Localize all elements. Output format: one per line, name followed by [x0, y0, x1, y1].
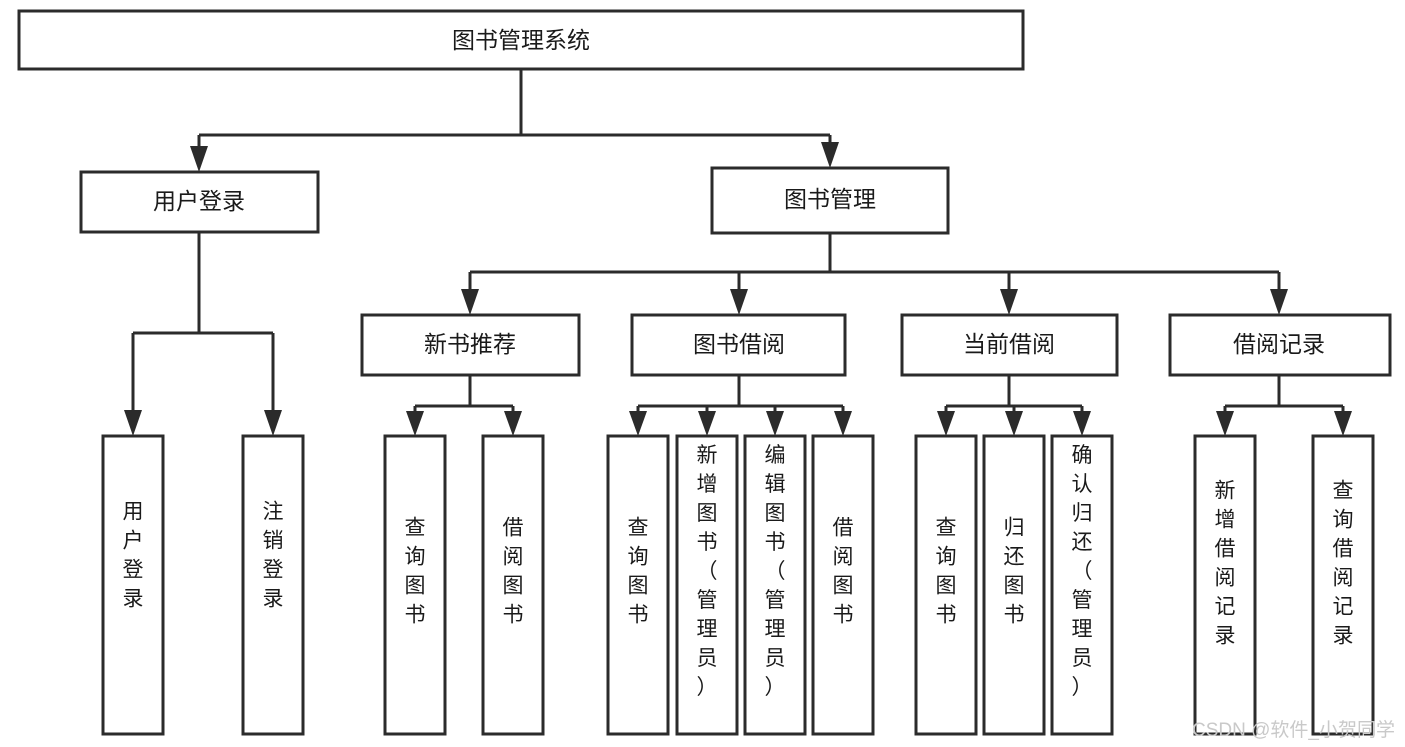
node-user-login-box[interactable]	[79, 170, 320, 234]
node-leaf-cb-confirm-return-box[interactable]	[1050, 434, 1114, 736]
node-leaf-br-add-record-box[interactable]	[1193, 434, 1257, 736]
node-book-manage[interactable]: 图书管理	[710, 166, 950, 235]
node-leaf-rec-borrow-book-box[interactable]	[481, 434, 545, 736]
node-leaf-cb-return-book-box[interactable]	[982, 434, 1046, 736]
node-new-book-rec[interactable]: 新书推荐	[360, 313, 581, 377]
node-leaf-bb-query-book[interactable]: 查询图书	[606, 434, 670, 736]
node-book-manage-box[interactable]	[710, 166, 950, 235]
arrowhead-book-manage	[821, 142, 839, 168]
node-leaf-bb-edit-book-box[interactable]	[743, 434, 807, 736]
node-leaf-rec-borrow-book-label: 借阅图书	[503, 517, 524, 627]
arrowhead-book-borrow	[730, 289, 748, 315]
node-leaf-user-logout[interactable]: 注销登录	[241, 434, 305, 736]
node-borrow-record-box[interactable]	[1168, 313, 1392, 377]
node-leaf-bb-add-book-label: 新增图书（管理员）	[697, 444, 718, 699]
connector-layer	[124, 69, 1352, 436]
node-leaf-br-query-record-box[interactable]	[1311, 434, 1375, 736]
node-leaf-bb-borrow-book-label: 借阅图书	[833, 517, 854, 627]
watermark-text: CSDN @软件_小贺同学	[1192, 719, 1395, 741]
node-book-manage-label: 图书管理	[784, 186, 876, 212]
arrowhead-borrow-record	[1270, 289, 1288, 315]
node-leaf-bb-borrow-book-box[interactable]	[811, 434, 875, 736]
node-root-label: 图书管理系统	[452, 27, 590, 53]
node-leaf-bb-add-book[interactable]: 新增图书（管理员）	[675, 434, 739, 736]
arrowhead-current-borrow	[1000, 289, 1018, 315]
node-leaf-br-query-record-label: 查询借阅记录	[1333, 480, 1354, 648]
arrowhead-leaf-user-logout	[264, 410, 282, 436]
node-leaf-br-add-record[interactable]: 新增借阅记录	[1193, 434, 1257, 736]
node-new-book-rec-box[interactable]	[360, 313, 581, 377]
arrowhead-bb-query-book	[629, 411, 647, 436]
arrowhead-cb-query-book	[937, 411, 955, 436]
arrowhead-br-query-record	[1334, 411, 1352, 436]
node-leaf-bb-edit-book-label: 编辑图书（管理员）	[765, 444, 786, 699]
node-leaf-cb-query-book[interactable]: 查询图书	[914, 434, 978, 736]
node-current-borrow-label: 当前借阅	[963, 331, 1055, 357]
node-leaf-cb-return-book-label: 归还图书	[1004, 517, 1025, 627]
arrowhead-leaf-user-login	[124, 410, 142, 436]
node-leaf-cb-query-book-label: 查询图书	[936, 517, 957, 627]
node-root[interactable]: 图书管理系统	[17, 9, 1025, 71]
node-leaf-rec-query-book-label: 查询图书	[405, 517, 426, 627]
node-leaf-br-add-record-label: 新增借阅记录	[1215, 480, 1236, 648]
arrowhead-new-book-rec	[461, 289, 479, 315]
node-leaf-user-logout-box[interactable]	[241, 434, 305, 736]
arrowhead-cb-return-book	[1005, 411, 1023, 436]
node-book-borrow-box[interactable]	[630, 313, 847, 377]
node-book-borrow[interactable]: 图书借阅	[630, 313, 847, 377]
arrowhead-rec-query-book	[406, 411, 424, 436]
node-leaf-user-logout-label: 注销登录	[263, 501, 284, 611]
node-current-borrow-box[interactable]	[900, 313, 1119, 377]
node-leaf-user-login[interactable]: 用户登录	[101, 434, 165, 736]
node-borrow-record[interactable]: 借阅记录	[1168, 313, 1392, 377]
arrowhead-rec-borrow-book	[504, 411, 522, 436]
node-leaf-br-query-record[interactable]: 查询借阅记录	[1311, 434, 1375, 736]
node-leaf-cb-confirm-return[interactable]: 确认归还（管理员）	[1050, 434, 1114, 736]
node-leaf-user-login-label: 用户登录	[123, 501, 144, 611]
node-leaf-rec-query-book[interactable]: 查询图书	[383, 434, 447, 736]
node-leaf-bb-query-book-box[interactable]	[606, 434, 670, 736]
arrowhead-bb-add-book	[698, 411, 716, 436]
leaf-nodes: 用户登录 注销登录 查询图书 借阅图书 查询图书 新增图书（管理员） 编辑图书（…	[101, 434, 1375, 736]
node-leaf-bb-add-book-box[interactable]	[675, 434, 739, 736]
node-leaf-bb-borrow-book[interactable]: 借阅图书	[811, 434, 875, 736]
node-leaf-bb-query-book-label: 查询图书	[628, 517, 649, 627]
node-leaf-cb-return-book[interactable]: 归还图书	[982, 434, 1046, 736]
node-leaf-rec-borrow-book[interactable]: 借阅图书	[481, 434, 545, 736]
node-new-book-rec-label: 新书推荐	[424, 331, 516, 357]
arrowhead-bb-borrow-book	[834, 411, 852, 436]
arrowhead-bb-edit-book	[766, 411, 784, 436]
node-user-login-label: 用户登录	[153, 188, 245, 214]
node-leaf-cb-confirm-return-label: 确认归还（管理员）	[1072, 444, 1093, 699]
node-leaf-bb-edit-book[interactable]: 编辑图书（管理员）	[743, 434, 807, 736]
arrowhead-user-login	[190, 146, 208, 172]
node-current-borrow[interactable]: 当前借阅	[900, 313, 1119, 377]
node-borrow-record-label: 借阅记录	[1233, 331, 1325, 357]
node-leaf-rec-query-book-box[interactable]	[383, 434, 447, 736]
node-book-borrow-label: 图书借阅	[693, 331, 785, 357]
node-user-login[interactable]: 用户登录	[79, 170, 320, 234]
node-root-box[interactable]	[17, 9, 1025, 71]
arrowhead-br-add-record	[1216, 411, 1234, 436]
arrowhead-cb-confirm-return	[1073, 411, 1091, 436]
node-leaf-cb-query-book-box[interactable]	[914, 434, 978, 736]
node-leaf-user-login-box[interactable]	[101, 434, 165, 736]
